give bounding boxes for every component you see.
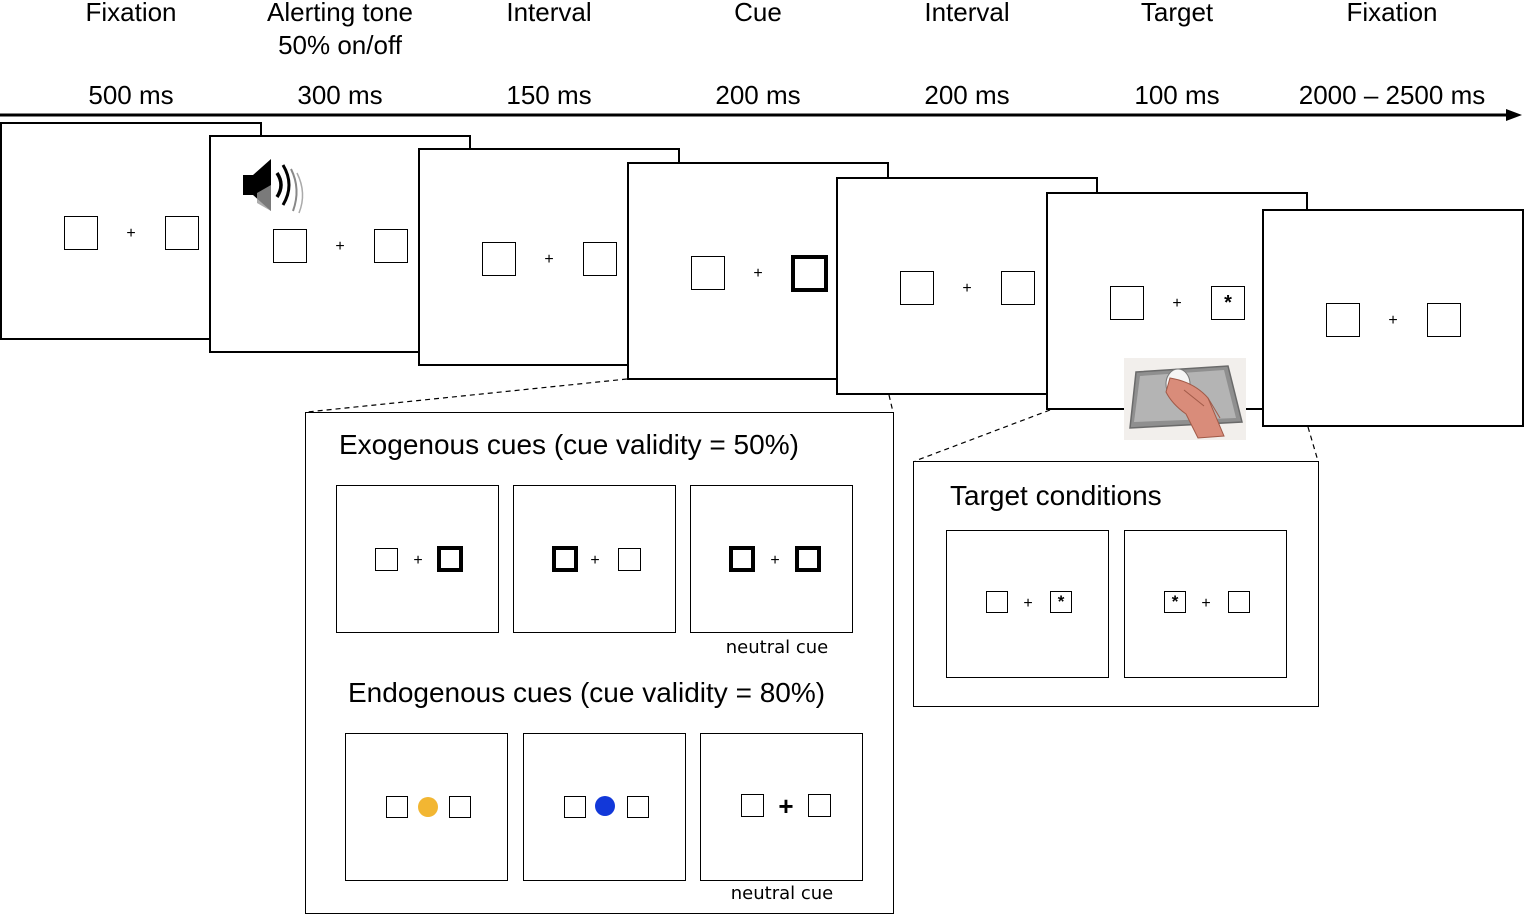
phase-3-duration: 150 ms	[506, 80, 592, 110]
cued-right-placeholder	[791, 255, 828, 292]
phase-6-name: Target	[1140, 0, 1214, 27]
phase-5-name: Interval	[924, 0, 1010, 27]
fixation-cross: +	[1172, 295, 1182, 312]
phase-7-duration: 2000 – 2500 ms	[1298, 80, 1486, 110]
target-left-condition: * +	[1124, 530, 1287, 678]
left-placeholder	[273, 229, 307, 263]
fixation-cross: +	[544, 251, 554, 268]
fixation-cross: +	[126, 225, 136, 242]
left-placeholder	[482, 242, 516, 276]
exo-cue-neutral: +	[690, 485, 853, 633]
fixation-cross: +	[1388, 312, 1398, 329]
phase-4-duration: 200 ms	[715, 80, 801, 110]
fixation-cross: +	[753, 265, 763, 282]
fixation-cross: +	[590, 552, 600, 569]
left-placeholder	[386, 796, 408, 818]
left-placeholder	[1326, 303, 1360, 337]
exo-cue-left: +	[513, 485, 676, 633]
speaker-icon	[243, 159, 304, 214]
frame-fixation-end: +	[1262, 209, 1524, 427]
target-conditions-title: Target conditions	[950, 480, 1162, 511]
fixation-cross: +	[335, 238, 345, 255]
yellow-cue-dot	[418, 797, 438, 817]
exo-cue-right: +	[336, 485, 499, 633]
cued-right-placeholder	[795, 546, 821, 572]
fixation-cross: +	[1023, 595, 1033, 612]
target-placeholder: *	[1050, 591, 1072, 613]
right-placeholder	[374, 229, 408, 263]
cued-left-placeholder	[552, 546, 578, 572]
left-placeholder	[375, 548, 398, 571]
endo-neutral-caption: neutral cue	[730, 883, 834, 904]
phase-2-sub: 50% on/off	[278, 30, 402, 60]
right-placeholder	[618, 548, 641, 571]
left-placeholder	[564, 796, 586, 818]
right-placeholder	[583, 242, 617, 276]
right-placeholder	[165, 216, 199, 250]
target-conditions-panel: Target conditions + * * +	[913, 461, 1319, 707]
target-placeholder: *	[1211, 286, 1245, 320]
right-placeholder	[808, 794, 831, 817]
phase-1-duration: 500 ms	[88, 80, 174, 110]
phase-2-duration: 300 ms	[297, 80, 383, 110]
left-placeholder	[1110, 286, 1144, 320]
target-placeholder: *	[1164, 591, 1186, 613]
left-placeholder	[900, 271, 934, 305]
left-placeholder	[691, 256, 725, 290]
target-asterisk: *	[1057, 592, 1065, 611]
left-placeholder	[741, 794, 764, 817]
right-placeholder	[1228, 591, 1250, 613]
phase-5-duration: 200 ms	[924, 80, 1010, 110]
endogenous-title: Endogenous cues (cue validity = 80%)	[348, 677, 826, 708]
phase-6-duration: 100 ms	[1134, 80, 1220, 110]
time-arrow	[0, 109, 1522, 121]
fixation-cross: +	[1201, 595, 1211, 612]
cued-right-placeholder	[437, 546, 463, 572]
left-placeholder	[64, 216, 98, 250]
target-right-condition: + *	[946, 530, 1109, 678]
fixation-cross: +	[413, 552, 423, 569]
right-placeholder	[449, 796, 471, 818]
exo-neutral-caption: neutral cue	[725, 637, 829, 658]
target-asterisk: *	[1171, 592, 1179, 611]
phase-7-name: Fixation	[1346, 0, 1438, 27]
endo-cue-right	[523, 733, 686, 881]
bold-fixation-cross: +	[778, 791, 794, 821]
cue-types-panel: Exogenous cues (cue validity = 50%) + + …	[305, 412, 894, 914]
mouse-hand-icon	[1124, 358, 1246, 440]
right-placeholder	[627, 796, 649, 818]
phase-3-name: Interval	[506, 0, 592, 27]
fixation-cross: +	[770, 552, 780, 569]
fixation-cross: +	[962, 280, 972, 297]
exogenous-title: Exogenous cues (cue validity = 50%)	[339, 429, 799, 460]
cued-left-placeholder	[729, 546, 755, 572]
left-placeholder	[986, 591, 1008, 613]
right-placeholder	[1427, 303, 1461, 337]
endo-cue-neutral: +	[700, 733, 863, 881]
right-placeholder	[1001, 271, 1035, 305]
phase-4-name: Cue	[734, 0, 782, 27]
phase-1-name: Fixation	[85, 0, 177, 27]
target-asterisk: *	[1224, 292, 1232, 314]
endo-cue-left	[345, 733, 508, 881]
blue-cue-dot	[595, 796, 615, 816]
phase-2-name: Alerting tone	[267, 0, 413, 27]
